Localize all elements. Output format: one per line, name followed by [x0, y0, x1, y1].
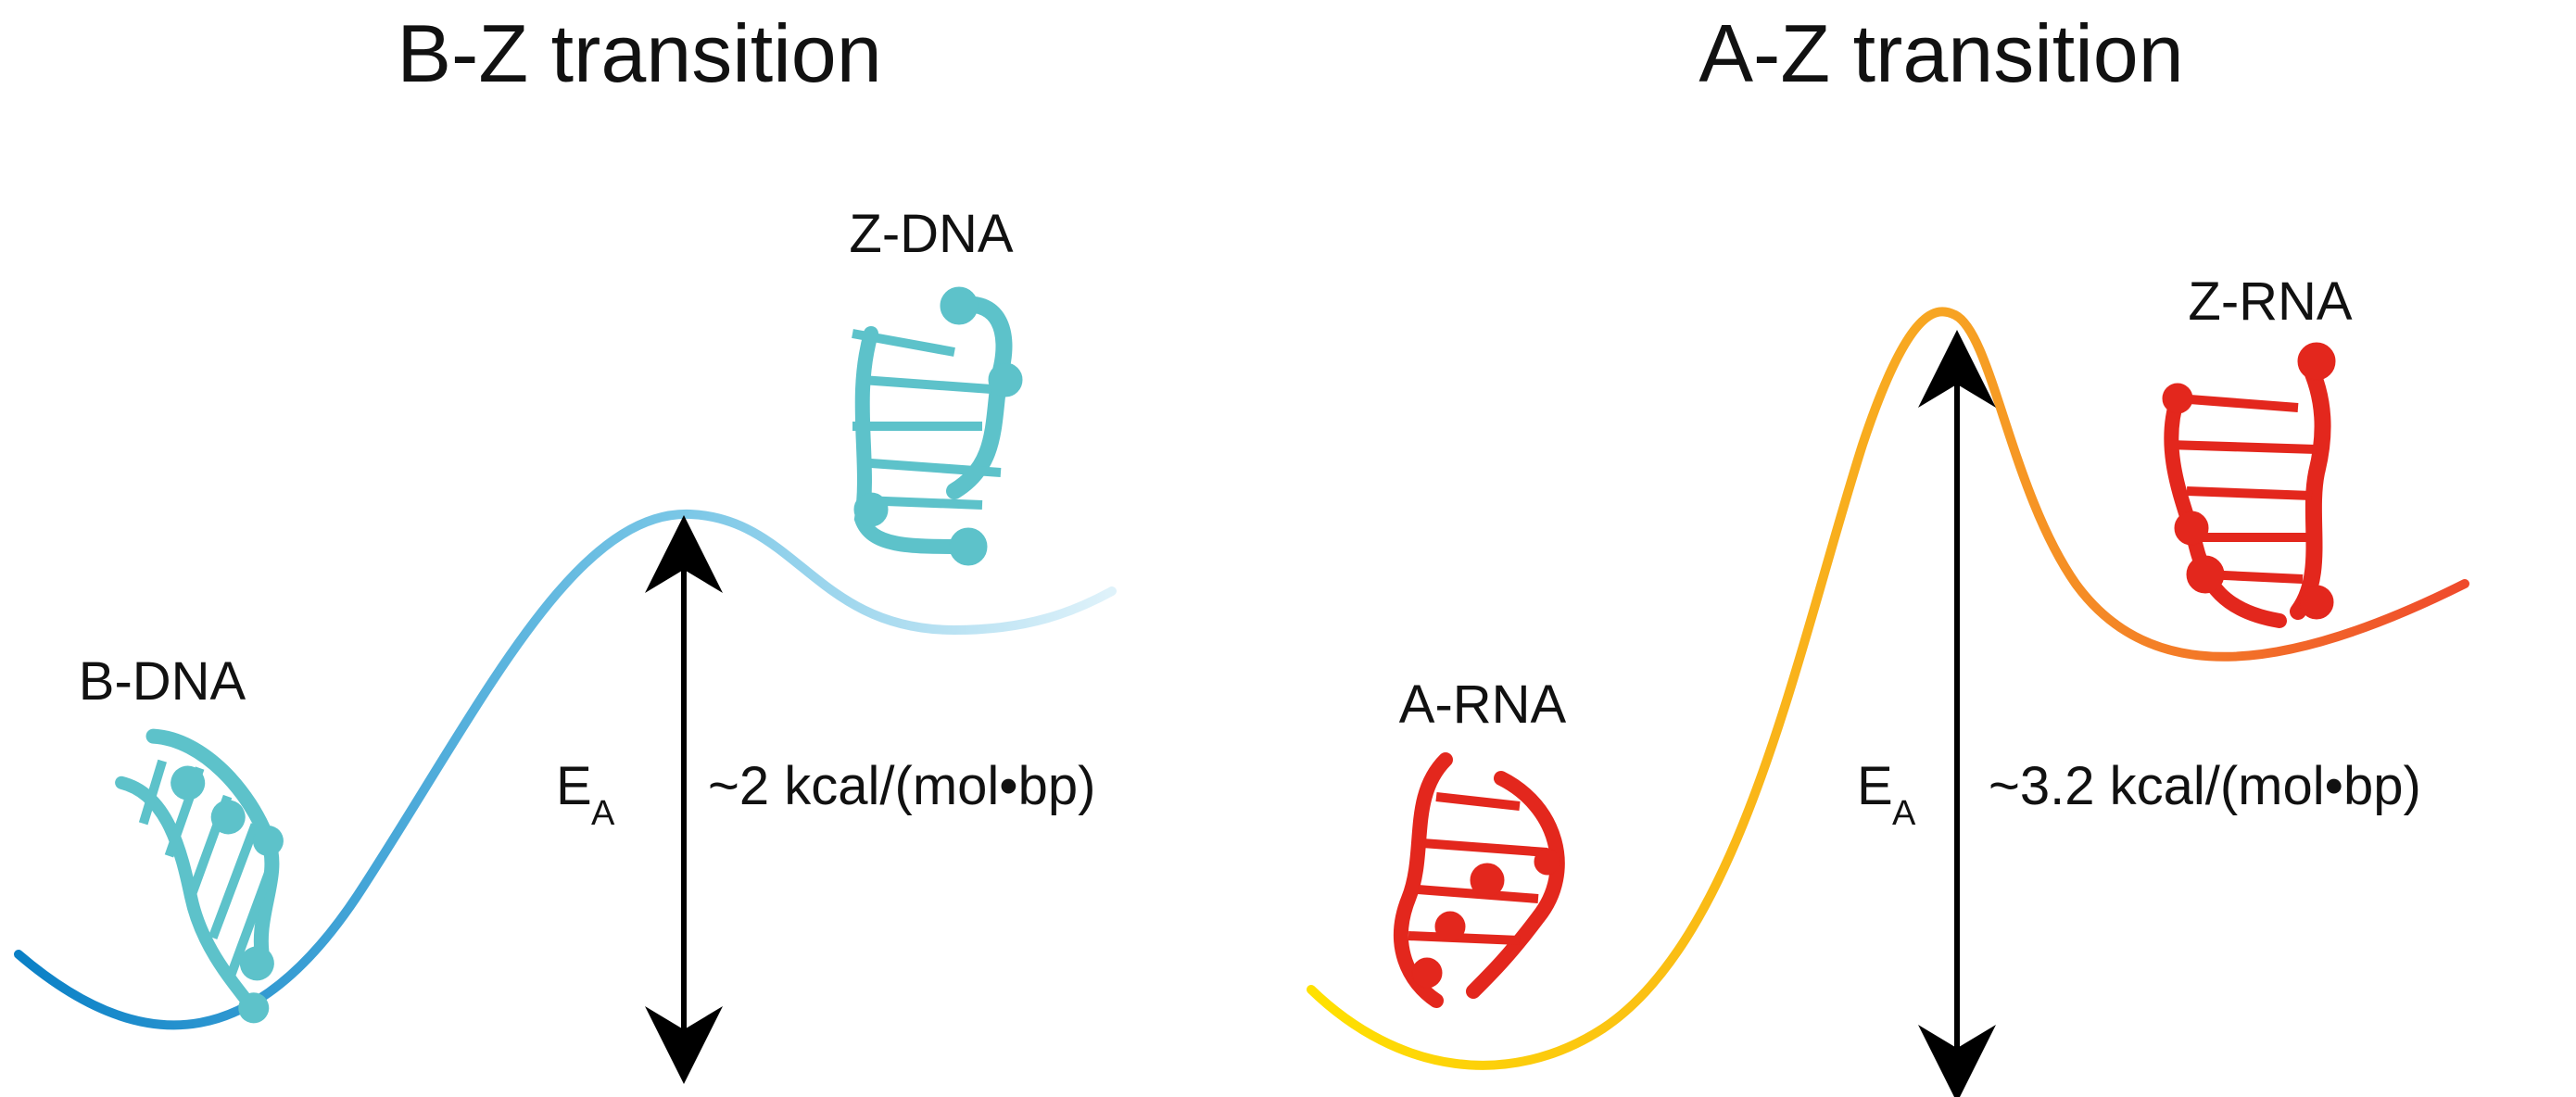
activation-energy-symbol: E [556, 756, 592, 816]
z-dna-structure [852, 286, 1023, 566]
start-structure-label: B-DNA [79, 651, 246, 712]
activation-energy-subscript: A [1892, 794, 1916, 833]
z-rna-structure [2162, 342, 2336, 628]
panel-bz: B-Z transition E A ~2 kcal/(mol•bp) B-DN… [14, 7, 1117, 1084]
energy-curve [1307, 307, 2469, 1070]
start-structure-label: A-RNA [1399, 675, 1567, 735]
panel-az: A-Z transition E A ~3.2 kcal/(mol•bp) A-… [1307, 7, 2469, 1097]
activation-energy-subscript: A [591, 794, 615, 833]
end-structure-label: Z-DNA [849, 204, 1014, 264]
end-structure-label: Z-RNA [2188, 271, 2353, 332]
panel-title: A-Z transition [1698, 7, 2183, 99]
energy-curve [14, 509, 1117, 1030]
activation-energy-symbol: E [1857, 756, 1893, 816]
b-dna-structure [115, 728, 284, 1024]
activation-energy-value: ~2 kcal/(mol•bp) [708, 756, 1095, 816]
a-rna-structure [1394, 752, 1565, 1008]
panel-title: B-Z transition [397, 7, 881, 99]
activation-energy-value: ~3.2 kcal/(mol•bp) [1989, 756, 2421, 816]
